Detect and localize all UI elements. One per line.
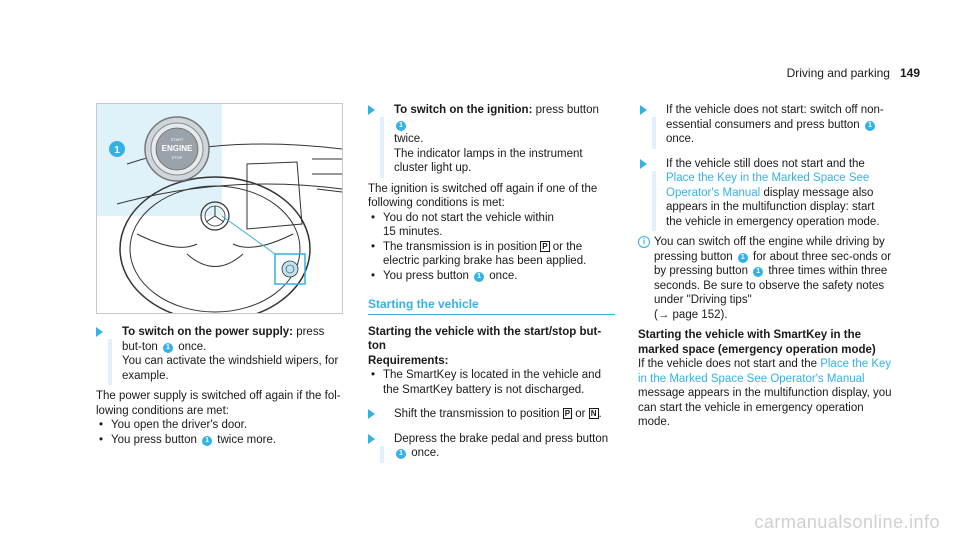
figure-callout: 1 (114, 145, 120, 156)
list-item: You open the driver's door. (96, 418, 343, 433)
step-arrow-icon (368, 409, 375, 419)
display-message-link[interactable]: Place the Key in the Marked Space See Op… (638, 358, 892, 385)
callout-1-icon: 1 (737, 252, 748, 263)
list-item: The SmartKey is located in the vehicle a… (368, 368, 615, 397)
callout-1-icon: 1 (396, 120, 406, 131)
ignition-conditions: The ignition is switched off again if on… (368, 182, 615, 398)
callout-1-icon: 1 (753, 267, 764, 277)
gear-p-icon: P (562, 408, 573, 419)
steering-wheel-illustration: START ENGINE STOP 1 (97, 104, 343, 322)
watermark: carmanualsonline.info (754, 511, 940, 532)
step-still-not-start: If the vehicle still does not start and … (640, 157, 892, 231)
button-text-start: START (171, 137, 184, 142)
button-text-stop: STOP (172, 155, 183, 160)
list-item: You press button 1 once. (368, 269, 615, 284)
page-number: 149 (899, 66, 920, 80)
emergency-section: Starting the vehicle with SmartKey in th… (638, 328, 892, 430)
page-header: Driving and parking 149 (787, 66, 920, 81)
step-arrow-icon (368, 105, 375, 115)
column-3: If the vehicle does not start: switch of… (638, 103, 892, 430)
emergency-paragraph: If the vehicle does not start and the Pl… (638, 358, 892, 428)
display-message-link[interactable]: Place the Key in the Marked Space See Op… (666, 172, 870, 199)
list-item: You press button 1 twice more. (96, 433, 343, 448)
step-ignition: To switch on the ignition: press button … (368, 103, 615, 178)
callout-1-icon: 1 (202, 435, 213, 446)
info-note: i You can switch off the engine while dr… (638, 235, 892, 322)
step-brake: Depress the brake pedal and press button… (368, 432, 615, 463)
ignition-figure: START ENGINE STOP 1 (96, 103, 343, 322)
button-text-engine: ENGINE (162, 144, 193, 153)
list-item: The transmission is in position P or the… (368, 240, 615, 269)
callout-1-icon: 1 (163, 342, 173, 353)
step-shift: Shift the transmission to position P or … (368, 407, 615, 422)
step-arrow-icon (96, 327, 103, 337)
gear-n-icon: N (588, 408, 599, 419)
step-arrow-icon (368, 433, 375, 444)
subheading: Starting the vehicle with the start/stop… (368, 325, 602, 353)
callout-1-icon: 1 (396, 449, 406, 459)
requirements-label: Requirements: (368, 354, 449, 367)
page-reference-link[interactable]: (→ page 152). (654, 308, 728, 321)
section-title: Driving and parking (786, 66, 890, 80)
callout-1-icon: 1 (474, 271, 485, 282)
section-heading: Starting the vehicle (368, 297, 615, 315)
gear-p-icon: P (540, 240, 550, 252)
step-arrow-icon (640, 158, 647, 169)
subheading: Starting the vehicle with SmartKey in th… (638, 329, 876, 356)
step-power-supply: To switch on the power supply: press but… (96, 325, 343, 385)
power-conditions: The power supply is switched off again i… (96, 389, 343, 447)
column-2: To switch on the ignition: press button … (368, 103, 615, 467)
step-arrow-icon (640, 105, 647, 115)
info-icon: i (638, 236, 650, 248)
callout-1-icon: 1 (864, 120, 875, 131)
column-1: To switch on the power supply: press but… (96, 325, 343, 447)
step-not-start: If the vehicle does not start: switch of… (640, 103, 892, 149)
